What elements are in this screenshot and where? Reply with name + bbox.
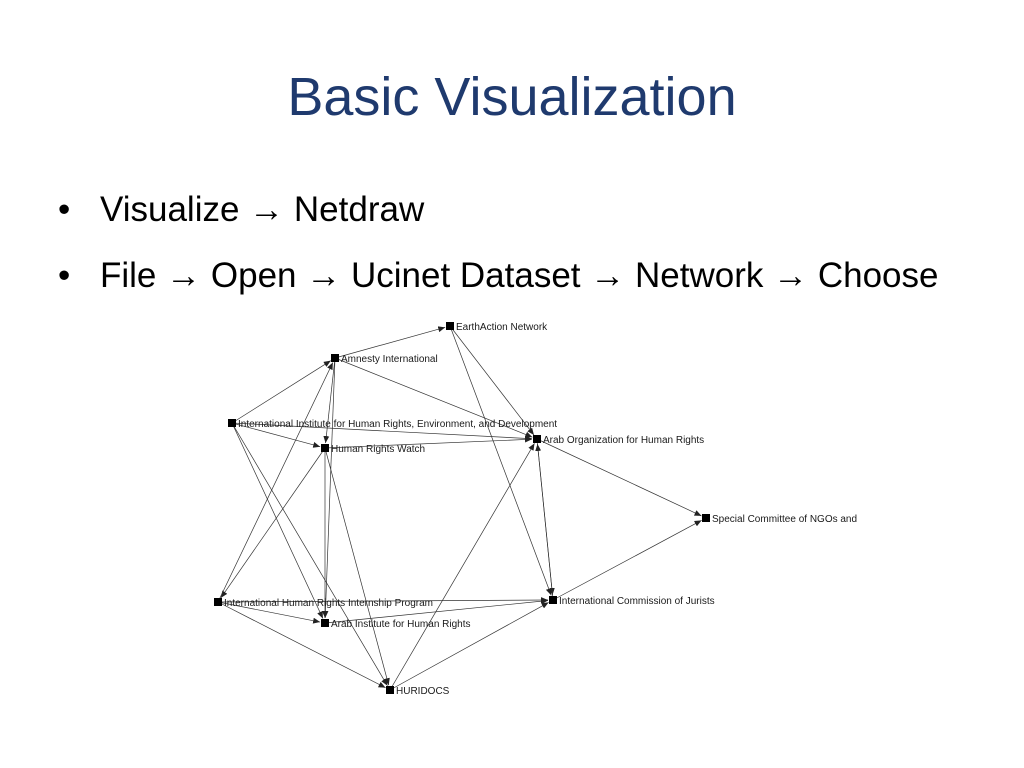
node-label: HURIDOCS <box>396 686 450 697</box>
network-edge-amnesty-aohr <box>334 357 533 438</box>
network-edge-amnesty-hrw <box>323 357 336 444</box>
network-edge-iihred-huridocs <box>231 422 388 686</box>
arrow-right-icon: → <box>773 256 809 295</box>
bullet-part: Ucinet Dataset <box>350 256 581 295</box>
node-label: Human Rights Watch <box>331 444 425 455</box>
network-edge-hrw-aohr <box>324 436 533 449</box>
network-node-aihr[interactable]: Arab Institute for Human Rights <box>321 619 471 630</box>
bullet-dot: • <box>58 256 71 295</box>
node-label: International Institute for Human Rights… <box>238 419 557 430</box>
bullet-part: Open <box>210 256 297 295</box>
bullet-list: • Visualize → Netdraw • File → Open → Uc… <box>58 186 988 318</box>
network-node-amnesty[interactable]: Amnesty International <box>331 354 438 365</box>
node-marker[interactable] <box>214 598 222 606</box>
node-label: EarthAction Network <box>456 322 548 333</box>
network-edge-iihred-aihr <box>231 422 324 619</box>
bullet-dot: • <box>58 190 71 229</box>
node-marker[interactable] <box>386 686 394 694</box>
network-edge-earthaction-icj <box>449 325 552 596</box>
arrow-right-icon: → <box>249 190 285 229</box>
network-edge-hrw-huridocs <box>324 447 390 686</box>
bullet-part: Network <box>635 256 764 295</box>
network-edge-huridocs-aohr <box>389 443 535 691</box>
network-node-icj[interactable]: International Commission of Jurists <box>549 596 715 607</box>
network-edge-iihred-amnesty <box>231 360 331 424</box>
node-label: International Commission of Jurists <box>559 596 715 607</box>
node-marker[interactable] <box>549 596 557 604</box>
network-edge-icj-special <box>552 520 702 601</box>
arrow-right-icon: → <box>166 256 202 295</box>
network-edge-huridocs-icj <box>389 602 549 691</box>
node-marker[interactable] <box>446 322 454 330</box>
network-node-iihred[interactable]: International Institute for Human Rights… <box>228 419 557 430</box>
network-edge-iihred-hrw <box>231 422 321 448</box>
bullet-file-open: • File → Open → Ucinet Dataset → Network… <box>58 252 988 300</box>
network-node-special[interactable]: Special Committee of NGOs and <box>702 514 857 525</box>
network-edge-amnesty-earthaction <box>334 326 446 359</box>
network-edge-amnesty-aihr <box>322 357 336 619</box>
bullet-part: File <box>100 256 157 295</box>
network-node-aohr[interactable]: Arab Organization for Human Rights <box>533 435 704 446</box>
network-edge-aihr-icj <box>324 598 549 624</box>
bullet-part: Choose <box>817 256 939 295</box>
network-node-hrw[interactable]: Human Rights Watch <box>321 444 425 455</box>
network-edge-ihrip-huridocs <box>217 601 386 689</box>
node-marker[interactable] <box>321 444 329 452</box>
node-marker[interactable] <box>321 619 329 627</box>
arrow-right-icon: → <box>306 256 342 295</box>
node-label: Special Committee of NGOs and <box>712 514 857 525</box>
node-label: Amnesty International <box>341 354 438 365</box>
network-edge-ihrip-amnesty <box>217 362 334 603</box>
node-label: Arab Institute for Human Rights <box>331 619 471 630</box>
node-marker[interactable] <box>331 354 339 362</box>
node-label: International Human Rights Internship Pr… <box>224 598 433 609</box>
network-edge-hrw-ihrip <box>220 447 326 599</box>
node-marker[interactable] <box>228 419 236 427</box>
bullet-part: Netdraw <box>293 190 425 229</box>
network-edge-aohr-special <box>536 438 702 517</box>
node-label: Arab Organization for Human Rights <box>543 435 704 446</box>
network-node-earthaction[interactable]: EarthAction Network <box>446 322 548 333</box>
node-marker[interactable] <box>702 514 710 522</box>
node-marker[interactable] <box>533 435 541 443</box>
bullet-part: Visualize <box>100 190 240 229</box>
network-node-ihrip[interactable]: International Human Rights Internship Pr… <box>214 598 433 609</box>
network-edge-ihrip-icj <box>217 597 549 604</box>
network-edge-iihred-aohr <box>231 422 533 442</box>
network-edge-icj-aohr <box>535 443 554 601</box>
network-node-huridocs[interactable]: HURIDOCS <box>386 686 450 697</box>
network-edge-earthaction-aohr <box>449 325 535 436</box>
bullet-visualize: • Visualize → Netdraw <box>58 186 988 234</box>
network-edge-ihrip-aihr <box>217 601 321 624</box>
slide-title: Basic Visualization <box>287 67 737 127</box>
arrow-right-icon: → <box>590 256 626 295</box>
